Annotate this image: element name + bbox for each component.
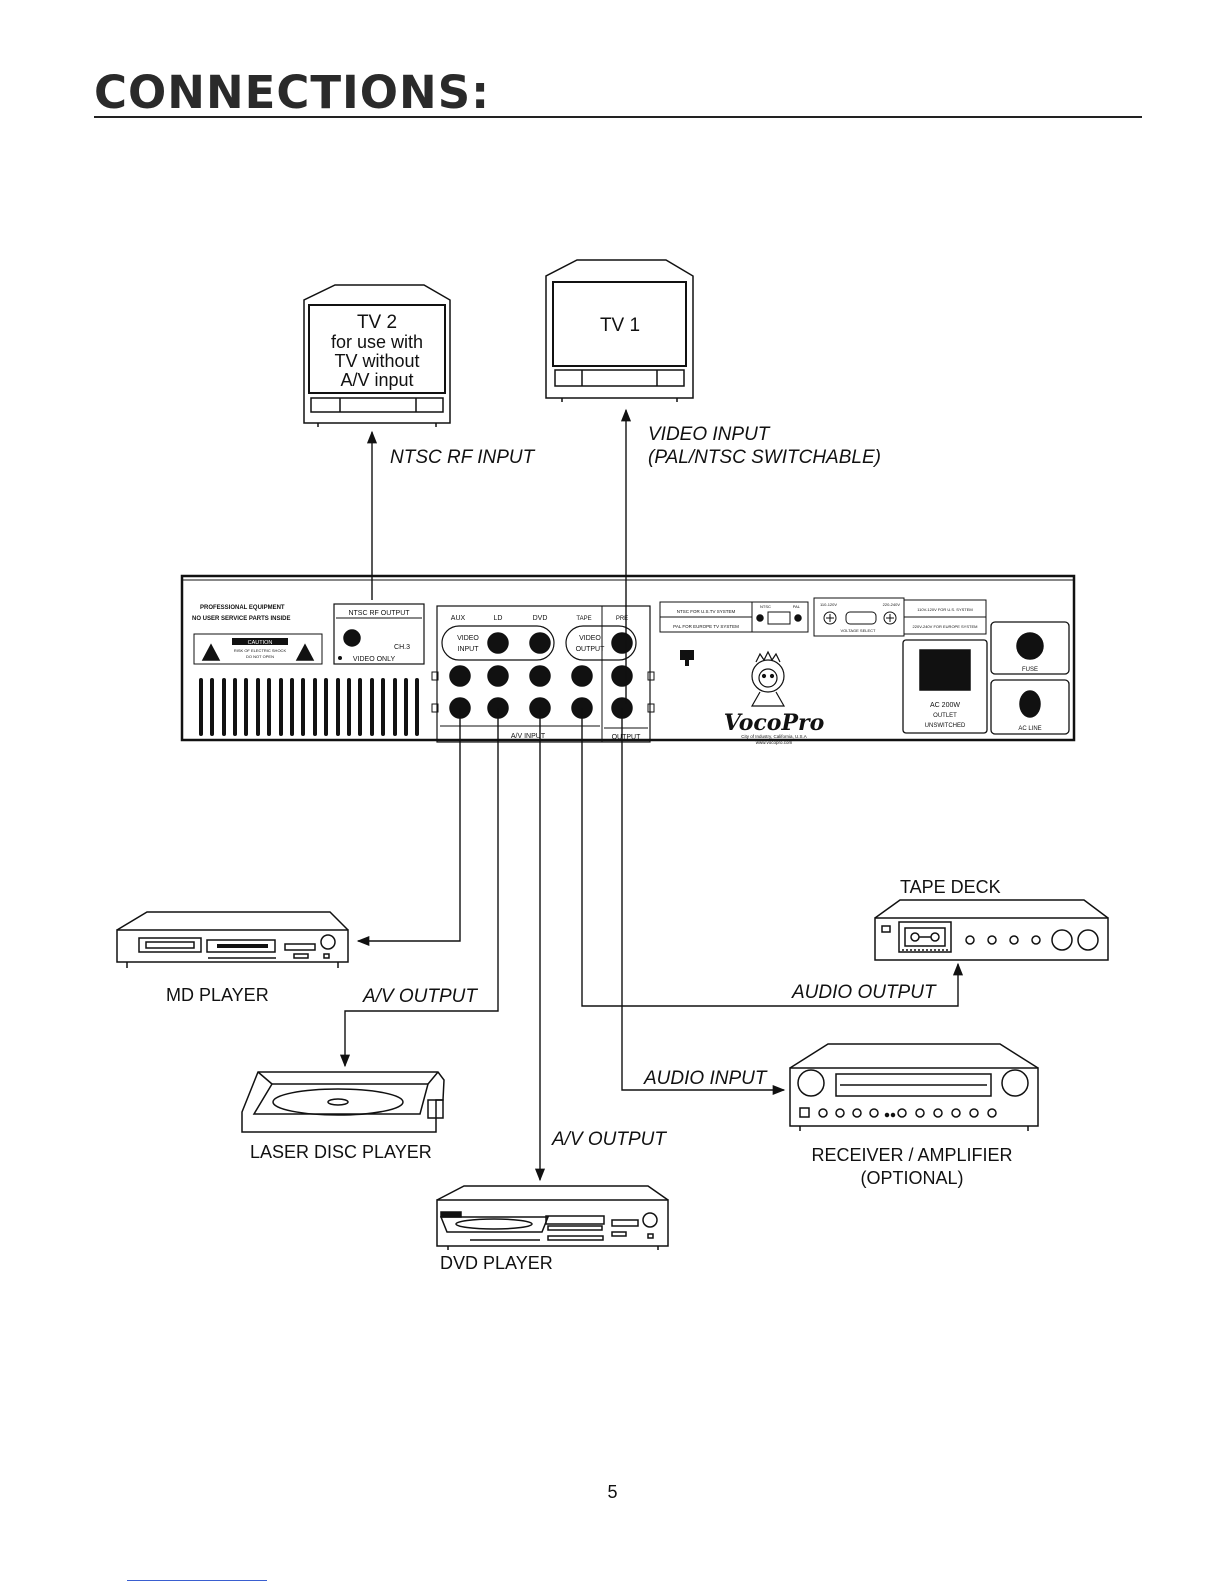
rear-panel: PROFESSIONAL EQUIPMENT NO USER SERVICE P…	[180, 574, 1076, 745]
label-audio-output: AUDIO OUTPUT	[791, 982, 937, 1003]
page-title: CONNECTIONS:	[94, 66, 491, 119]
panel-sw-pal: PAL	[793, 604, 801, 609]
tv2-line4: A/V input	[340, 370, 413, 390]
panel-caution-sub2: DO NOT OPEN	[246, 654, 274, 659]
panel-caution: CAUTION	[248, 640, 273, 646]
receiver-amplifier	[789, 1043, 1039, 1131]
panel-ch3: CH.3	[394, 644, 410, 651]
panel-sw-ntsc: NTSC	[760, 604, 771, 609]
tv2-line1: TV 2	[357, 312, 397, 333]
device-dvd-player: DVD PLAYER	[440, 1253, 553, 1273]
brand-sub2: www.vocopro.com	[756, 740, 793, 745]
panel-output: OUTPUT	[612, 734, 642, 741]
lion-logo-icon	[750, 650, 786, 707]
tv2-line2: for use with	[331, 332, 423, 352]
wire-tape-to-deck	[581, 708, 964, 1007]
panel-col-ld: LD	[494, 615, 503, 622]
label-av-output-left: A/V OUTPUT	[362, 986, 478, 1007]
panel-video-output-2: OUTPUT	[576, 646, 606, 653]
panel-warning-line1: PROFESSIONAL EQUIPMENT	[200, 605, 285, 611]
panel-warning-line2: NO USER SERVICE PARTS INSIDE	[192, 616, 290, 622]
panel-caution-sub1: RISK OF ELECTRIC SHOCK	[234, 648, 287, 653]
panel-video-output-1: VIDEO	[579, 635, 601, 642]
panel-ac-outlet-1: AC 200W	[930, 702, 960, 709]
panel-pal-europe: PAL FOR EUROPE TV SYSTEM	[673, 624, 739, 629]
tv2: TV 2 for use with TV without A/V input	[303, 284, 451, 427]
panel-video-input-2: INPUT	[458, 646, 480, 653]
md-player	[116, 911, 349, 968]
device-laser-disc: LASER DISC PLAYER	[250, 1142, 432, 1162]
laser-disc-player	[241, 1071, 445, 1133]
panel-voltage-select: VOLTAGE SELECT	[841, 628, 877, 633]
device-tape-deck: TAPE DECK	[900, 877, 1001, 897]
panel-col-aux: AUX	[451, 615, 466, 622]
vent-slots	[199, 678, 419, 736]
label-audio-input: AUDIO INPUT	[643, 1068, 768, 1089]
panel-col-tape: TAPE	[576, 616, 591, 622]
panel-video-input-1: VIDEO	[457, 635, 479, 642]
panel-video-only: VIDEO ONLY	[353, 656, 396, 663]
connection-lines	[339, 408, 964, 1182]
panel-v110-us: 110V-120V FOR U.S. SYSTEM	[917, 607, 973, 612]
wire-pre-to-receiver	[621, 708, 786, 1096]
brand-logo: VocoPro	[724, 710, 825, 736]
label-video-input: VIDEO INPUT	[648, 424, 771, 445]
device-receiver-line2: (OPTIONAL)	[860, 1168, 963, 1188]
panel-v220-eu: 220V-240V FOR EUROPE SYSTEM	[913, 624, 978, 629]
panel-col-pre: PRE	[616, 616, 628, 622]
panel-v220: 220-240V	[883, 602, 901, 607]
tv1: TV 1	[545, 259, 694, 402]
dvd-player	[436, 1185, 669, 1250]
panel-av-input: A/V INPUT	[511, 733, 546, 740]
panel-ac-line: AC LINE	[1018, 726, 1041, 732]
panel-ntsc-rf-output: NTSC RF OUTPUT	[348, 610, 410, 617]
panel-fuse: FUSE	[1022, 667, 1038, 673]
device-receiver-line1: RECEIVER / AMPLIFIER	[811, 1145, 1012, 1165]
panel-v110: 110-120V	[820, 602, 837, 607]
bottom-link-underline	[127, 1580, 267, 1581]
label-av-output-center: A/V OUTPUT	[551, 1129, 667, 1150]
title-rule	[94, 116, 1142, 118]
brand-sub1: City of Industry, California, U.S.A	[741, 734, 806, 739]
page-number: 5	[607, 1482, 618, 1502]
wire-ld-to-laser	[339, 708, 499, 1068]
tape-deck	[874, 899, 1109, 961]
panel-ntsc-us: NTSC FOR U.S.TV SYSTEM	[677, 609, 736, 614]
panel-col-dvd: DVD	[533, 615, 548, 622]
label-ntsc-rf-input: NTSC RF INPUT	[390, 447, 536, 468]
panel-ac-outlet-3: UNSWITCHED	[925, 723, 966, 729]
device-md-player: MD PLAYER	[166, 985, 269, 1005]
rca-jacks	[449, 632, 633, 719]
label-video-input-sub: (PAL/NTSC SWITCHABLE)	[648, 447, 881, 468]
panel-ac-outlet-2: OUTLET	[933, 713, 957, 719]
tv1-label: TV 1	[600, 315, 640, 336]
wire-aux-to-md	[356, 708, 461, 947]
tv2-line3: TV without	[334, 351, 419, 371]
